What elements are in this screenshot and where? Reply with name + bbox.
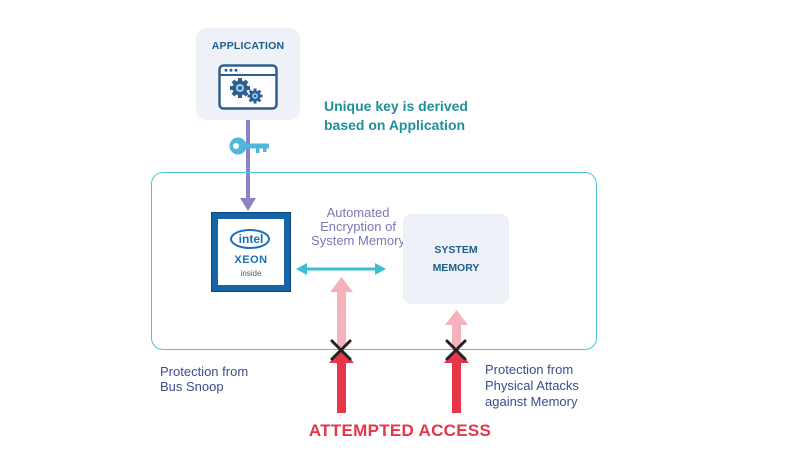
- intel-logo-ring: [230, 229, 270, 249]
- encryption-note: Automated Encryption of System Memory: [311, 205, 405, 248]
- protected-region: [151, 172, 597, 350]
- system-memory-label: SYSTEM MEMORY: [432, 244, 480, 274]
- physical-attack-arrow: [444, 310, 469, 413]
- bus-snoop-arrow: [329, 277, 354, 413]
- app-window-gears-icon: [218, 64, 278, 110]
- system-memory-box: SYSTEM MEMORY: [403, 214, 509, 304]
- xeon-processor: intel XEON inside: [212, 213, 290, 291]
- intel-logo-text: intel: [238, 232, 264, 246]
- xeon-badge: intel XEON inside: [218, 219, 284, 285]
- application-title: APPLICATION: [211, 40, 285, 52]
- application-box: APPLICATION: [196, 28, 300, 120]
- physical-attack-block-mark: [445, 339, 467, 361]
- attempted-access-label: ATTEMPTED ACCESS: [308, 421, 492, 440]
- key-icon: [229, 137, 269, 155]
- bus-snoop-block-mark: [330, 339, 352, 361]
- inside-text: inside: [240, 269, 262, 278]
- encryption-double-arrow: [296, 263, 386, 275]
- app-to-cpu-arrowhead: [240, 198, 256, 211]
- key-derivation-note: Unique key is derived based on Applicati…: [324, 98, 468, 133]
- bus-snoop-protection-label: Protection from Bus Snoop: [160, 364, 249, 394]
- xeon-text: XEON: [234, 254, 268, 266]
- physical-attack-protection-label: Protection from Physical Attacks against…: [485, 362, 579, 409]
